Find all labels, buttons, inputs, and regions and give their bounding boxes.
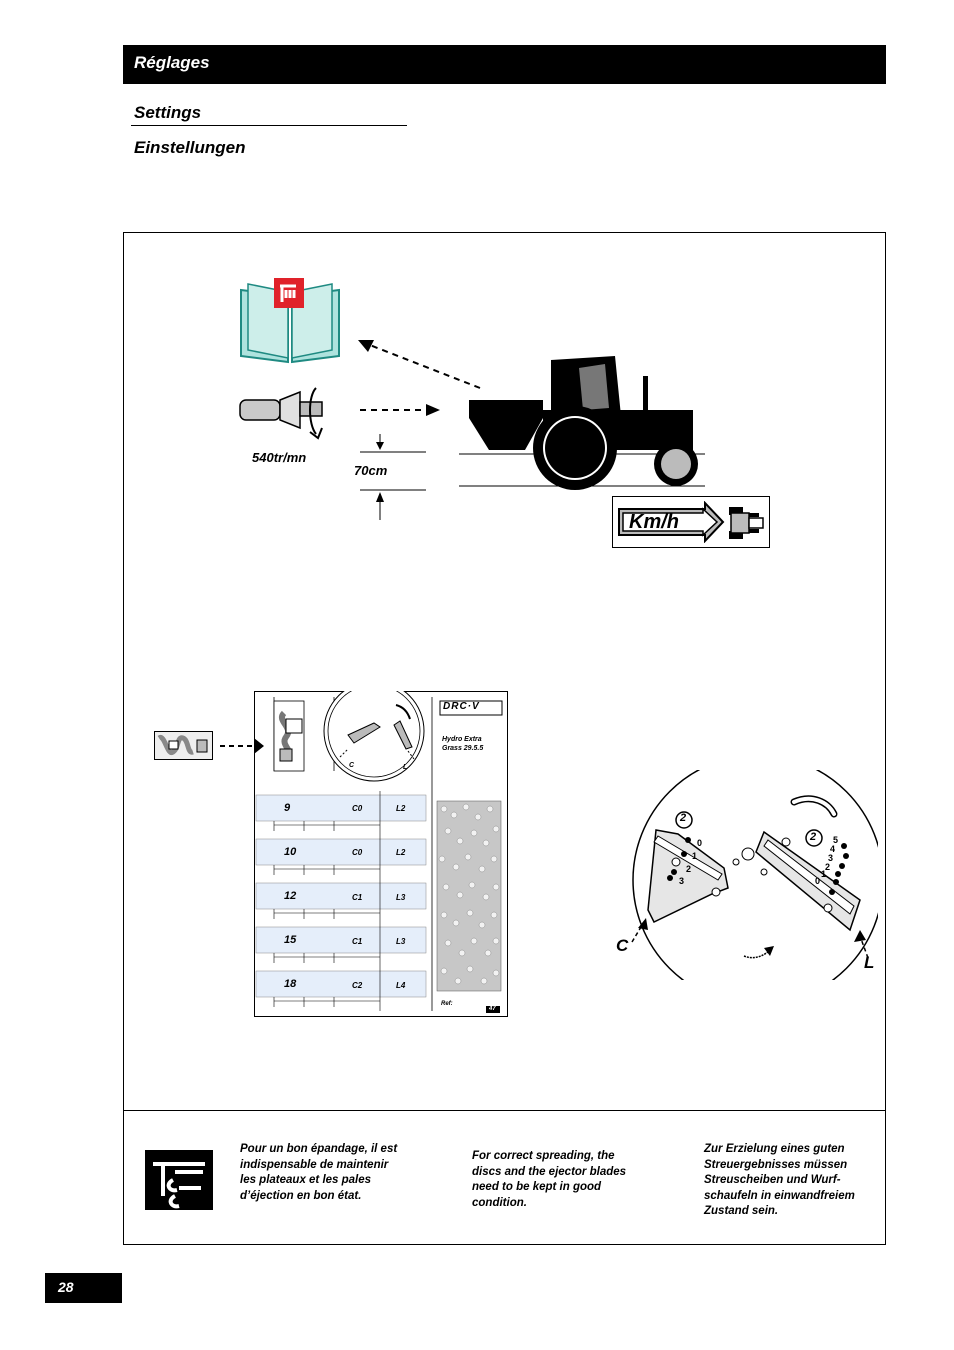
page-number-box: 28 <box>45 1273 122 1303</box>
row-width: 15 <box>284 934 297 946</box>
row-width: 12 <box>284 890 297 902</box>
ref-label: Ref: <box>441 1001 453 1007</box>
card-disc-l-label: L <box>403 764 408 771</box>
note-english: For correct spreading, the discs and the… <box>472 1150 627 1209</box>
note-german: Zur Erzielung eines guten Streuergebniss… <box>704 1143 855 1217</box>
subtitle-einstellungen: Einstellungen <box>134 138 246 157</box>
c-circle-number: 2 <box>680 812 687 824</box>
disc-l-label: L <box>864 953 875 972</box>
manual-book-icon <box>240 278 340 364</box>
note-french: Pour un bon épandage, il est indispensab… <box>240 1143 398 1202</box>
chart-card-graphics <box>255 691 503 1013</box>
row-l-setting: L3 <box>396 937 406 946</box>
row-width: 10 <box>284 846 297 858</box>
product-name-line1: Hydro Extra <box>442 736 482 743</box>
page-number: 28 <box>58 1279 74 1295</box>
dashed-arrow-to-card <box>220 738 264 754</box>
l-position: 2 <box>825 862 831 872</box>
c-position: 0 <box>697 838 703 848</box>
c-position: 1 <box>692 851 698 861</box>
l-position: 3 <box>828 853 834 863</box>
brand-logo: DRC·V <box>443 701 480 712</box>
l-position: 1 <box>821 869 827 879</box>
dashed-arrows <box>358 340 481 416</box>
row-l-setting: L3 <box>396 893 406 902</box>
tractor-top-icon <box>729 507 764 539</box>
l-circle-number: 2 <box>810 831 817 843</box>
speed-label: Km/h <box>629 511 679 533</box>
row-width: 9 <box>284 802 291 814</box>
card-disc-c-label: C <box>349 762 355 769</box>
l-position: 5 <box>833 835 839 845</box>
section-title: Réglages <box>134 53 210 72</box>
l-position: 4 <box>830 844 836 854</box>
product-name-line2: Grass 29.5.5 <box>442 745 484 752</box>
pto-speed-label: 540tr/mn <box>252 450 307 465</box>
height-indicator <box>360 434 426 520</box>
row-l-setting: L4 <box>396 981 406 990</box>
row-c-setting: C2 <box>352 981 363 990</box>
subtitle-settings: Settings <box>134 103 202 122</box>
height-label: 70cm <box>354 463 388 478</box>
row-c-setting: C0 <box>352 804 363 813</box>
row-l-setting: L2 <box>396 848 406 857</box>
row-width: 18 <box>284 978 297 990</box>
disc-c-label: C <box>616 936 629 955</box>
note-warning-icon <box>145 1150 213 1210</box>
section-header-bar: Réglages <box>123 45 886 84</box>
c-position: 3 <box>679 876 685 886</box>
setting-card-icon <box>154 731 213 760</box>
c-position: 2 <box>686 864 692 874</box>
row-c-setting: C1 <box>352 893 363 902</box>
speed-box: Km/h <box>612 496 770 548</box>
spreading-disc-illustration <box>631 770 878 980</box>
pto-shaft-icon <box>239 387 323 440</box>
l-position: 0 <box>815 876 821 886</box>
speed-arrow-icon <box>618 501 725 543</box>
row-l-setting: L2 <box>396 804 406 813</box>
card-page-number: 47 <box>489 1006 496 1012</box>
spreader-setting-icon <box>157 735 208 755</box>
frame-divider <box>123 1110 886 1111</box>
row-c-setting: C1 <box>352 937 363 946</box>
subtitle-underline <box>131 125 407 126</box>
illustration-frame <box>123 232 886 1245</box>
tractor-spreader-illustration <box>459 356 705 490</box>
row-c-setting: C0 <box>352 848 363 857</box>
